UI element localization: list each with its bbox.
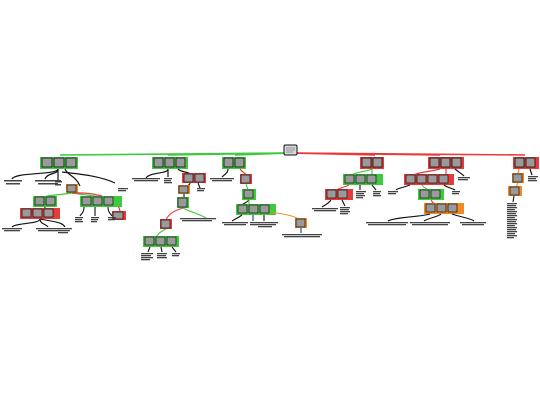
rebuttal-node-3d[interactable] — [295, 218, 307, 228]
support-group-3c[interactable] — [236, 204, 276, 215]
branch-1-deep-notes — [2, 188, 128, 234]
branch-1-notes — [4, 180, 62, 186]
sub-group-1a[interactable] — [33, 196, 57, 207]
oppose-group-2a[interactable] — [182, 173, 206, 183]
branch-4-notes — [312, 191, 381, 215]
branch-3-notes — [210, 178, 234, 182]
root-connectors — [59, 152, 526, 156]
oppose-group-4[interactable] — [360, 157, 384, 169]
oppose-node-3a[interactable] — [240, 174, 252, 184]
support-group-2d[interactable] — [143, 236, 179, 247]
branch-2-side-notes — [197, 188, 205, 192]
oppose-group-5c[interactable] — [424, 203, 464, 214]
support-group-2[interactable] — [152, 157, 188, 169]
support-node-3b[interactable] — [242, 189, 256, 200]
branch-2b-notes — [180, 218, 216, 222]
root-claim-node[interactable] — [283, 144, 298, 156]
branch-2c-link — [155, 228, 167, 238]
sub-group-1b[interactable] — [80, 196, 122, 207]
support-group-4a[interactable] — [343, 174, 383, 185]
oppose-group-5a[interactable] — [404, 174, 454, 185]
oppose-group-6[interactable] — [513, 157, 539, 169]
branch-1-children — [11, 168, 116, 187]
branch-6-notes — [528, 176, 538, 182]
support-group-1[interactable] — [40, 157, 78, 169]
branch-5b-notes — [388, 191, 460, 195]
branch-2d-connectors — [147, 246, 177, 253]
branch-4b-connectors — [321, 199, 346, 208]
oppose-node-1[interactable] — [112, 211, 126, 220]
branch-2-notes — [132, 178, 172, 184]
branch-1c-connectors — [11, 218, 66, 228]
branch-5c-connectors — [387, 213, 475, 222]
oppose-group-4b[interactable] — [325, 189, 353, 200]
branch-3-deep-notes — [222, 222, 322, 238]
rebuttal-node-2[interactable] — [178, 185, 190, 194]
oppose-group-5[interactable] — [428, 157, 464, 169]
branch-6b-link — [512, 195, 515, 203]
branch-5-side-notes — [458, 177, 470, 181]
branch-6-deep-notes — [507, 203, 517, 239]
rebuttal-node-6a[interactable] — [512, 173, 524, 183]
branch-2d-notes — [141, 253, 180, 261]
rebuttal-node-6b[interactable] — [508, 186, 522, 196]
branch-2b-connectors — [165, 207, 207, 221]
support-group-5b[interactable] — [418, 189, 444, 200]
oppose-group-1c[interactable] — [20, 208, 60, 219]
branch-5-deep-notes — [366, 222, 486, 226]
support-group-3[interactable] — [222, 157, 246, 169]
rebuttal-node-1[interactable] — [66, 184, 78, 193]
oppose-node-2c[interactable] — [160, 219, 172, 229]
support-node-2b[interactable] — [177, 197, 189, 208]
